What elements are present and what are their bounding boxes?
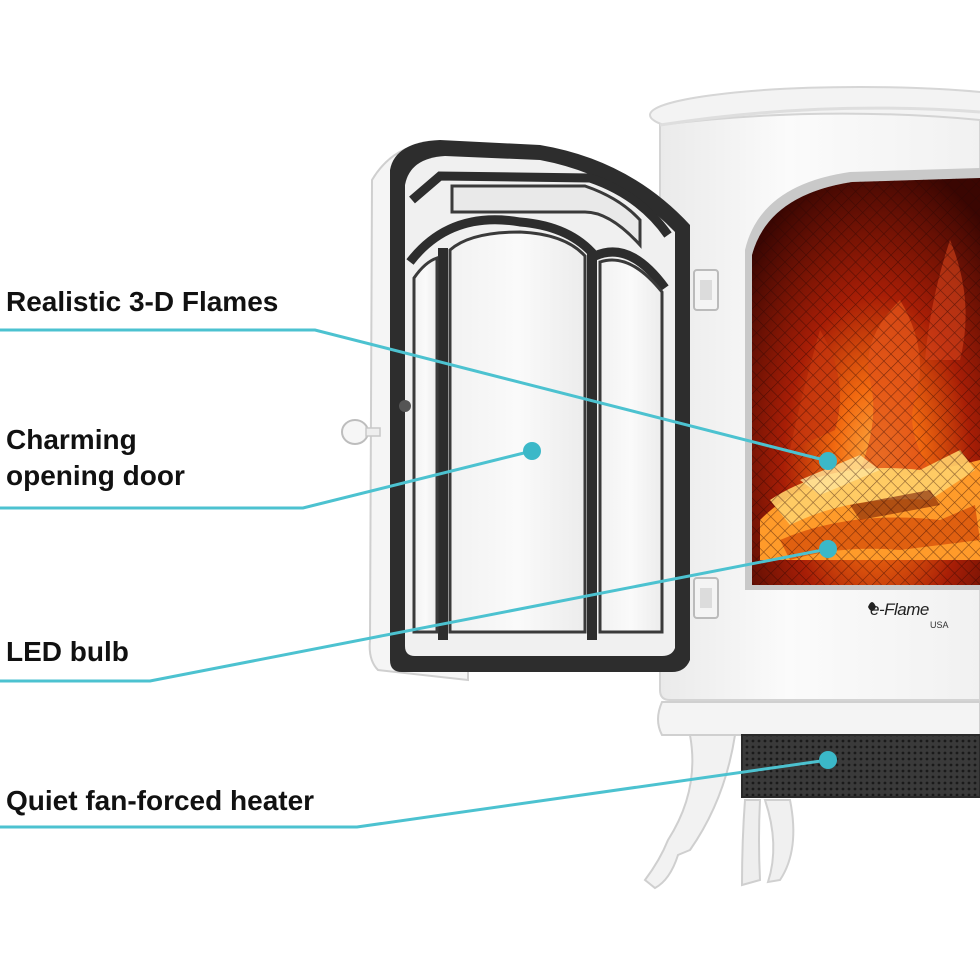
stove-legs	[643, 734, 795, 890]
callout-dot-led	[819, 540, 837, 558]
door-hinges	[693, 269, 719, 619]
brand-name: e-Flame	[870, 600, 929, 619]
callout-line-heater	[0, 758, 829, 829]
callout-line-flames	[0, 328, 829, 463]
callout-dot-flames	[819, 452, 837, 470]
callout-dot-door	[523, 442, 541, 460]
callout-label-door: Charming opening door	[6, 422, 185, 494]
brand-logo: e-Flame	[870, 600, 929, 620]
callout-label-door-line1: Charming	[6, 424, 137, 455]
callout-label-flames: Realistic 3-D Flames	[6, 286, 279, 317]
callout-dot-heater	[819, 751, 837, 769]
callout-label-heater: Quiet fan-forced heater	[6, 785, 315, 816]
brand-sub: USA	[930, 620, 949, 630]
fireplace-door	[368, 140, 690, 682]
callout-line-led	[0, 547, 829, 683]
callout-lines	[0, 328, 837, 829]
callout-line-door	[0, 449, 533, 510]
callout-label-door-line2: opening door	[6, 460, 185, 491]
fire-window	[745, 168, 980, 611]
door-knob	[341, 419, 381, 445]
callout-label-led: LED bulb	[6, 636, 129, 667]
